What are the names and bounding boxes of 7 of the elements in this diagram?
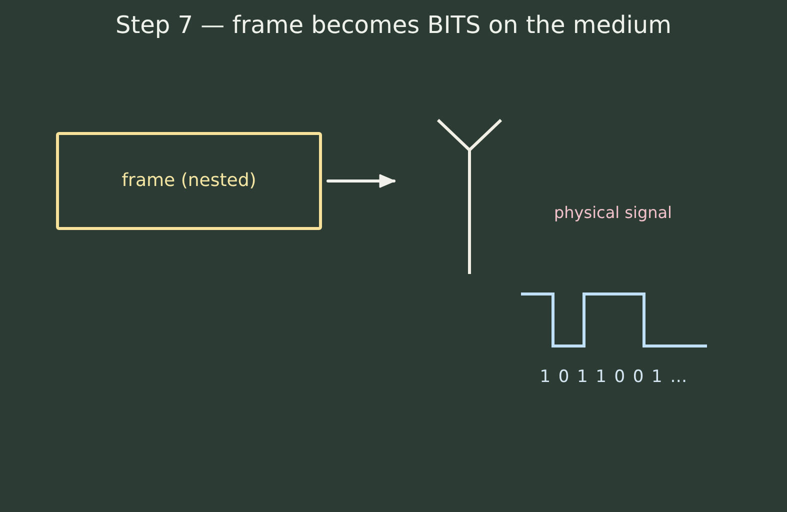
arrow (326, 174, 396, 188)
antenna-symbol (436, 118, 503, 274)
box-label: frame (nested) (122, 170, 256, 192)
diagram-title: Step 7 — frame becomes BITS on the medium (116, 10, 672, 41)
frame-box (56, 132, 322, 230)
signal-caption: physical signal (554, 203, 672, 223)
bit-sequence: 1 0 1 1 0 0 1 … (540, 367, 688, 388)
